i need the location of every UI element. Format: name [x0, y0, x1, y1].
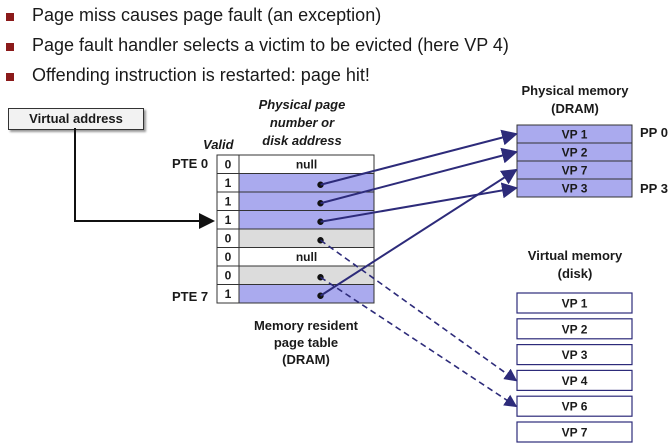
disk-page-label: VP 4 — [562, 374, 588, 388]
physical-page-label: VP 2 — [562, 146, 588, 160]
disk-mapping-arrow — [320, 276, 518, 408]
bullet-text: Page fault handler selects a victim to b… — [32, 35, 509, 55]
disk-page-cell — [516, 292, 633, 314]
bullet-text: Offending instruction is restarted: page… — [32, 65, 370, 85]
ppn-header-line: number or — [269, 115, 335, 130]
disk-page: VP 6 — [516, 395, 633, 417]
virtual-memory: VP 1 VP 2 VP 3 VP 4 VP 6 VP 7 — [516, 292, 633, 443]
disk-page: VP 3 — [516, 344, 633, 366]
virtual-address-arrow — [74, 128, 215, 229]
resident-mapping-arrow — [319, 168, 518, 297]
resident-mapping-arrow — [320, 182, 518, 223]
caption-line: (DRAM) — [282, 352, 330, 367]
disk-page-cell — [516, 421, 633, 443]
physical-page: VP 1 — [516, 124, 633, 144]
disk-page-cell — [516, 344, 633, 366]
disk-page: VP 2 — [516, 318, 633, 340]
title-line: (DRAM) — [551, 101, 599, 116]
disk-page-label: VP 7 — [562, 426, 588, 440]
bullet-marker — [6, 43, 14, 51]
disk-page-cell — [516, 318, 633, 340]
valid-bit: 1 — [225, 176, 232, 190]
valid-bit: 0 — [225, 232, 232, 246]
valid-bit: 0 — [225, 158, 232, 172]
ppn-header: Physical page number or disk address — [240, 96, 364, 150]
ppn-cell — [238, 210, 375, 230]
disk-page-label: VP 6 — [562, 400, 588, 414]
valid-bit: 1 — [225, 195, 232, 209]
pte-last-label: PTE 7 — [172, 289, 209, 304]
null-entry: null — [296, 158, 317, 172]
valid-bit: 1 — [225, 213, 232, 227]
valid-header: Valid — [203, 137, 234, 152]
physical-page-label: VP 3 — [562, 182, 588, 196]
disk-page: VP 4 — [516, 369, 633, 391]
disk-page-label: VP 1 — [562, 297, 588, 311]
null-entry: null — [296, 250, 317, 264]
pte-row: 0 — [216, 265, 375, 285]
physical-page-label: VP 7 — [562, 164, 588, 178]
pte-row: 1 — [216, 284, 375, 304]
bullet-marker — [6, 13, 14, 21]
pte-first-label: PTE 0 — [172, 156, 209, 171]
virtual-address-label: Virtual address — [29, 111, 123, 126]
physical-memory-title: Physical memory (DRAM) — [505, 82, 645, 118]
title-line: Physical memory — [521, 83, 629, 98]
pp-first-label: PP 0 — [640, 125, 668, 140]
physical-page: VP 2 — [516, 142, 633, 162]
pte-row: 1 — [216, 210, 375, 230]
ppn-header-line: disk address — [262, 133, 342, 148]
page-table-caption: Memory resident page table (DRAM) — [236, 317, 376, 368]
page-table: 0 null 1 1 1 0 0 null 0 1 — [216, 154, 375, 304]
physical-page: VP 7 — [516, 160, 633, 180]
valid-bit: 1 — [225, 287, 232, 301]
ppn-header-line: Physical page — [258, 97, 346, 112]
caption-line: Memory resident — [253, 318, 359, 333]
disk-mapping-arrow — [320, 239, 518, 382]
ppn-cell — [238, 284, 375, 304]
title-line: Virtual memory — [527, 248, 623, 263]
pte-row: 0 null — [216, 247, 375, 267]
disk-page-label: VP 3 — [562, 348, 588, 362]
virtual-memory-title: Virtual memory (disk) — [505, 247, 645, 283]
physical-page: VP 3 — [516, 178, 633, 198]
pte-row: 0 — [216, 228, 375, 248]
valid-bit: 0 — [225, 250, 232, 264]
disk-page: VP 1 — [516, 292, 633, 314]
mapping-arrows — [319, 129, 518, 408]
resident-mapping-arrow — [320, 147, 518, 205]
pp-last-label: PP 3 — [640, 181, 668, 196]
disk-page: VP 7 — [516, 421, 633, 443]
ppn-cell — [238, 228, 375, 248]
resident-mapping-arrow — [320, 129, 518, 186]
physical-memory: VP 1 VP 2 VP 7 VP 3 — [516, 124, 633, 198]
caption-line: page table — [273, 335, 339, 350]
pte-row: 0 null — [216, 154, 375, 174]
title-line: (disk) — [557, 266, 593, 281]
bullet-text: Page miss causes page fault (an exceptio… — [32, 5, 382, 25]
physical-page-label: VP 1 — [562, 128, 588, 142]
valid-bit: 0 — [225, 269, 232, 283]
bullet-marker — [6, 73, 14, 81]
disk-page-label: VP 2 — [562, 322, 588, 336]
